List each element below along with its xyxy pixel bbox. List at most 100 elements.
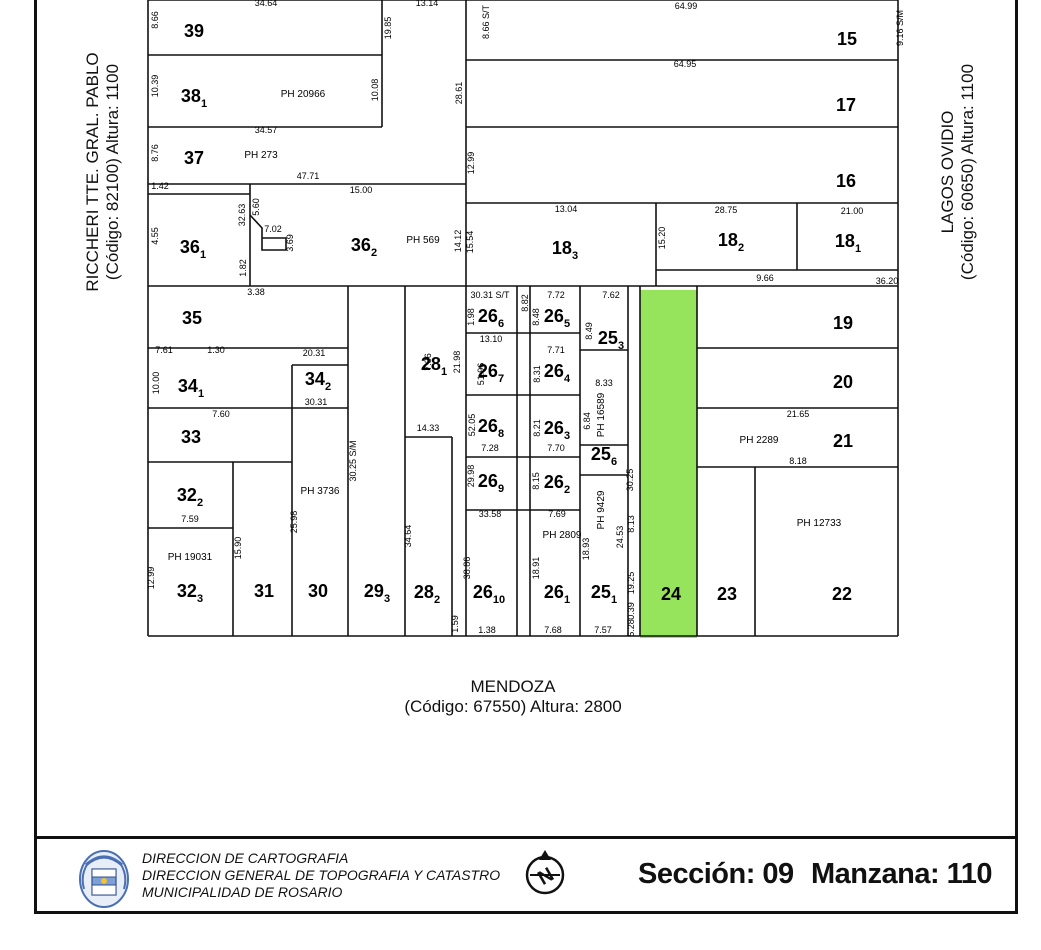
section-label: Sección: 09	[638, 858, 794, 890]
lot-number-31: 31	[254, 581, 274, 601]
street-bottom-label: MENDOZA (Código: 67550) Altura: 2800	[363, 677, 663, 717]
dimension-label: 52.05	[467, 414, 477, 437]
lot-number-36-2: 362	[351, 235, 377, 259]
dimension-label: 8.31	[532, 365, 542, 383]
dimension-label: 15.90	[233, 537, 243, 560]
dimension-label: 19.85	[383, 17, 393, 40]
lot-number-26-6: 266	[478, 306, 504, 330]
lot-number-26-1: 261	[544, 582, 570, 606]
dimension-label: 47.71	[297, 171, 320, 181]
dimension-label: 4.55	[150, 227, 160, 245]
dimension-label: 12.99	[466, 152, 476, 175]
ph-label: PH 12733	[797, 518, 842, 529]
lot-number-18-2: 182	[718, 230, 744, 254]
lot-number-26-2: 262	[544, 472, 570, 496]
north-arrow-icon: N	[525, 850, 565, 895]
footer-line-1: DIRECCION DE CARTOGRAFIA	[142, 850, 349, 866]
dimension-label: 7.71	[547, 345, 565, 355]
lot-number-34-1: 341	[178, 376, 204, 400]
footer-line-3: MUNICIPALIDAD DE ROSARIO	[142, 884, 343, 900]
ph-label: PH 2809	[543, 530, 582, 541]
dimension-label: 13.04	[555, 204, 578, 214]
dimension-label: 34.57	[255, 125, 278, 135]
dimension-label: 32.63	[237, 204, 247, 227]
dimension-label: 5.60	[251, 198, 261, 216]
lot-number-19: 19	[833, 313, 853, 333]
dimension-label: 0.39	[626, 602, 636, 620]
dimension-label: 10.00	[151, 372, 161, 395]
dimension-label: 9.66	[756, 273, 774, 283]
lot-number-29-3: 293	[364, 581, 390, 605]
ph-label: PH 3736	[301, 486, 340, 497]
street-right-name: LAGOS OVIDIO	[938, 110, 957, 234]
dimension-label: 3.38	[247, 287, 265, 297]
lot-number-16: 16	[836, 171, 856, 191]
lot-number-37: 37	[184, 148, 204, 168]
dimension-label: 64.95	[674, 59, 697, 69]
dimension-label: 30.31	[305, 397, 328, 407]
dimension-label: 13.10	[480, 334, 503, 344]
dimension-label: 6.84	[582, 412, 592, 430]
lot-number-26-5: 265	[544, 306, 570, 330]
dimension-label: 3.69	[285, 234, 295, 252]
street-left-label: RICCHERI TTE. GRAL. PABLO (Código: 82100…	[83, 22, 127, 322]
dimension-label: 7.62	[602, 290, 620, 300]
dimension-label: 1.59	[450, 615, 460, 633]
footer-credits: DIRECCION DE CARTOGRAFIA DIRECCION GENER…	[142, 850, 500, 901]
dimension-label: 25.98	[289, 511, 299, 534]
lot-number-26-8: 268	[478, 416, 504, 440]
dimension-label: 1.30	[207, 345, 225, 355]
dimension-label: 21.98	[452, 351, 462, 374]
lot-number-23: 23	[717, 584, 737, 604]
dimension-label: 5.28	[626, 619, 636, 637]
dimension-label: 7.59	[181, 514, 199, 524]
street-bottom-name: MENDOZA	[470, 677, 556, 696]
lot-number-38-1: 381	[181, 86, 207, 110]
ph-label: PH 9429	[596, 490, 607, 529]
dimension-label: 34.64	[403, 525, 413, 548]
lot-number-26-3: 263	[544, 418, 570, 442]
dimension-label: 20.31	[303, 348, 326, 358]
footer-divider	[34, 836, 1018, 839]
dimension-label: 34.64	[255, 0, 278, 8]
dimension-label: 7.72	[547, 290, 565, 300]
dimension-label: 10.39	[150, 75, 160, 98]
street-right-code: (Código: 60650) Altura: 1100	[958, 63, 977, 281]
lot-number-33: 33	[181, 427, 201, 447]
lot-number-25-1: 251	[591, 582, 617, 606]
dimension-label: 8.82	[520, 294, 530, 312]
dimension-label: 28.61	[454, 82, 464, 105]
dimension-label: 8.49	[584, 322, 594, 340]
dimension-label: 8.18	[789, 456, 807, 466]
lot-number-28-2: 282	[414, 582, 440, 606]
ph-label: PH 16589	[596, 392, 607, 437]
dimension-label: 15.00	[350, 185, 373, 195]
dimension-label: 8.76	[150, 144, 160, 162]
street-right-label: LAGOS OVIDIO (Código: 60650) Altura: 110…	[938, 22, 982, 322]
ph-label: PH 2289	[740, 435, 779, 446]
lot-number-39: 39	[184, 21, 204, 41]
dimension-label: 33.58	[479, 509, 502, 519]
ph-label: PH 273	[244, 150, 278, 161]
dimension-label: 8.15	[531, 472, 541, 490]
municipal-seal-icon	[79, 850, 129, 908]
lot-24-highlight	[640, 290, 697, 638]
dimension-label: 8.48	[531, 308, 541, 326]
dimension-label: 30.31 S/T	[470, 290, 510, 300]
dimension-label: 21.65	[787, 409, 810, 419]
lot-number-34-2: 342	[305, 369, 331, 393]
lot-number-26-4: 264	[544, 361, 571, 385]
dimension-label: 19.25	[626, 572, 636, 595]
dimension-label: 9.16 S/M	[895, 10, 905, 46]
lot-number-20: 20	[833, 372, 853, 392]
street-left-code: (Código: 82100) Altura: 1100	[103, 63, 122, 281]
dimension-label: 8.21	[532, 419, 542, 437]
dimension-label: 7.57	[594, 625, 612, 635]
dimension-label: 1.38	[478, 625, 496, 635]
lot-number-25-6: 256	[591, 444, 617, 468]
dimension-label: 1.98	[466, 308, 476, 326]
map-frame	[34, 0, 1018, 914]
dimension-label: 14.33	[417, 423, 440, 433]
ph-label: PH 20966	[281, 89, 326, 100]
